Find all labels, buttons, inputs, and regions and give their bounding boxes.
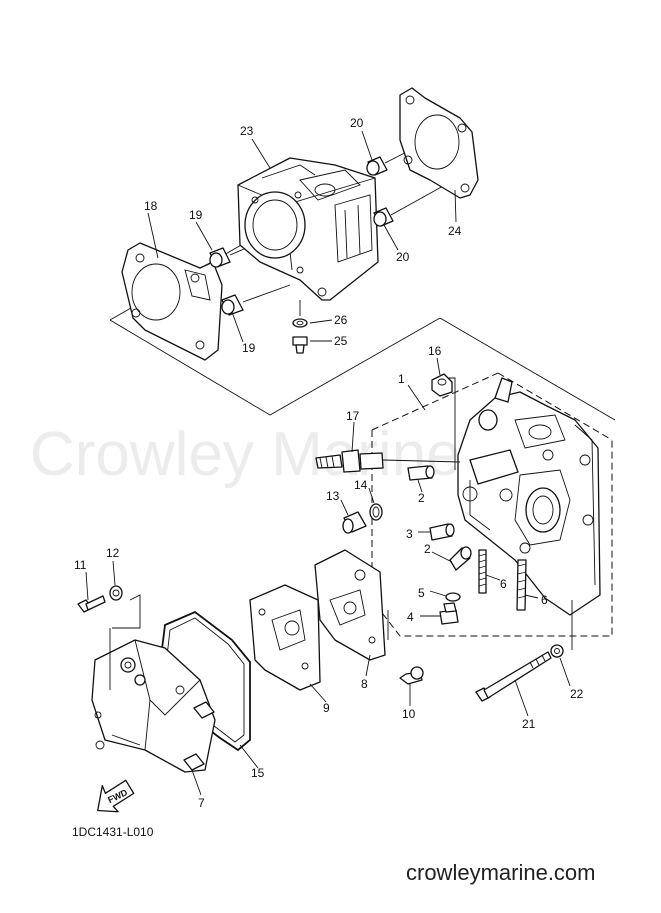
callout-4: 4	[407, 610, 414, 624]
callout-3: 3	[406, 527, 413, 541]
callout-6a: 6	[500, 577, 507, 591]
cylinder-head-gasket[interactable]	[399, 87, 479, 199]
spark-plug[interactable]	[315, 449, 384, 473]
cylinder-block[interactable]	[237, 157, 379, 301]
callout-11: 11	[74, 558, 87, 572]
drawing-code: 1DC1431-L010	[72, 825, 154, 839]
callout-20b: 20	[396, 250, 410, 264]
dowel-pin-lower-right[interactable]	[373, 207, 394, 227]
callout-17: 17	[346, 409, 360, 423]
site-footer[interactable]: crowleymarine.com	[406, 860, 596, 885]
dowel-pin-upper-right[interactable]	[366, 156, 388, 176]
through-bolt[interactable]	[475, 651, 552, 702]
dowel-pin-upper-left[interactable]	[209, 247, 231, 268]
callout-18: 18	[144, 199, 158, 213]
callout-19b: 19	[242, 341, 256, 355]
plug-bolt[interactable]	[439, 602, 459, 625]
callout-22: 22	[570, 687, 584, 701]
cover-bolt[interactable]	[77, 595, 106, 613]
breather-plate[interactable]	[249, 584, 321, 691]
flange-nut[interactable]	[431, 373, 453, 397]
callout-12: 12	[106, 546, 120, 560]
callout-8: 8	[361, 677, 368, 691]
cylinder-head[interactable]	[457, 377, 601, 616]
head-cover-gasket-inner[interactable]	[314, 549, 386, 661]
dowel-pin-lower-left[interactable]	[221, 294, 244, 316]
callout-19a: 19	[189, 208, 203, 222]
cylinder-gasket-left[interactable]	[121, 242, 223, 361]
forward-arrow-icon: FWD	[97, 779, 135, 813]
callout-2a: 2	[418, 491, 425, 505]
callout-26: 26	[334, 313, 348, 327]
callout-6b: 6	[541, 593, 548, 607]
plain-washer[interactable]	[550, 644, 564, 658]
callout-20a: 20	[350, 116, 364, 130]
callout-2b: 2	[424, 542, 431, 556]
cylinder-head-cover[interactable]	[91, 639, 216, 773]
head-assembly-box	[371, 430, 613, 637]
callout-1: 1	[398, 372, 405, 386]
callout-10: 10	[402, 707, 416, 721]
watermark: Crowley Marine	[30, 420, 461, 489]
oil-jet-lower[interactable]	[449, 546, 472, 571]
callout-15: 15	[251, 766, 265, 780]
washer[interactable]	[292, 318, 308, 328]
callout-9: 9	[323, 701, 330, 715]
leader-lines	[85, 130, 571, 796]
blind-plug[interactable]	[429, 523, 455, 541]
callout-25: 25	[334, 334, 348, 348]
callout-14: 14	[354, 478, 368, 492]
callout-23: 23	[240, 124, 254, 138]
collar[interactable]	[342, 511, 367, 534]
callout-5: 5	[418, 586, 425, 600]
callout-21: 21	[522, 717, 536, 731]
damper-washer[interactable]	[109, 585, 123, 601]
oil-jet-upper[interactable]	[407, 465, 435, 481]
stud-bolt-a[interactable]	[478, 549, 487, 594]
callout-7: 7	[198, 796, 205, 810]
callout-13: 13	[326, 489, 340, 503]
o-ring[interactable]	[369, 503, 383, 521]
upper-assembly-boundary	[109, 317, 441, 416]
lower-right-boundary	[439, 317, 616, 421]
stud-bolt-b[interactable]	[516, 559, 527, 611]
gasket-washer[interactable]	[445, 592, 461, 602]
drain-bolt[interactable]	[292, 336, 308, 354]
head-bolt[interactable]	[399, 666, 424, 685]
callout-24: 24	[448, 224, 462, 238]
callout-16: 16	[428, 344, 442, 358]
callouts: 1 2 2 3 4 5 6 6 7 8 9 10 11 12 13 14 15 …	[74, 116, 584, 810]
